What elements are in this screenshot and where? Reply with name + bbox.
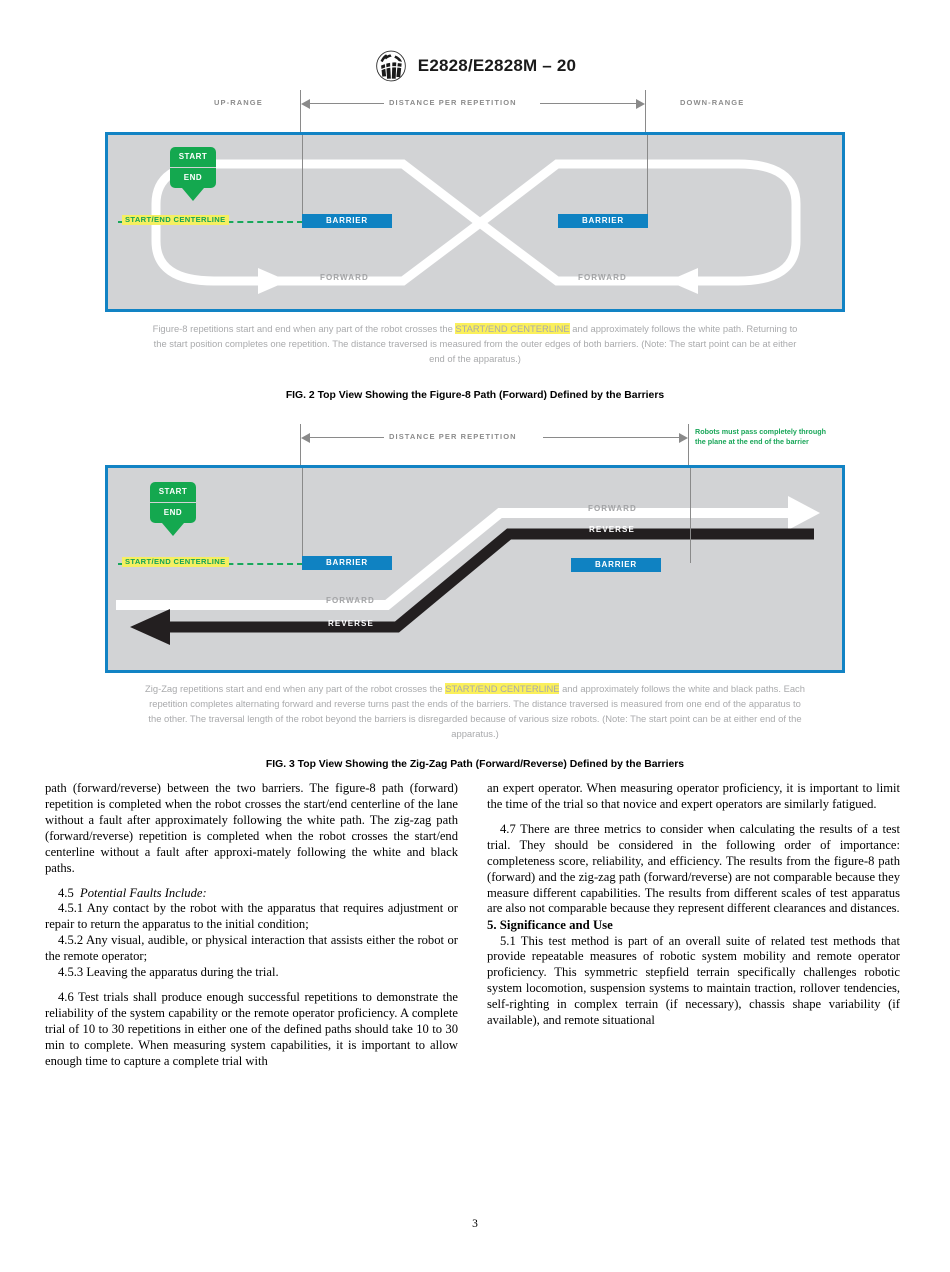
start-end-centerline-label: START/END CENTERLINE bbox=[122, 215, 229, 226]
figure-2: UP-RANGE DISTANCE PER REPETITION DOWN-RA… bbox=[0, 90, 950, 401]
body-column-right: an expert operator. When measuring opera… bbox=[487, 781, 900, 1029]
forward-label-right: FORWARD bbox=[578, 273, 627, 282]
figure-3: DISTANCE PER REPETITION Robots must pass… bbox=[0, 424, 950, 770]
guide-line-right-ext bbox=[647, 135, 648, 221]
end-label: END bbox=[170, 168, 216, 188]
label-distance-per-repetition-2: DISTANCE PER REPETITION bbox=[389, 432, 517, 441]
guide-line-left bbox=[300, 90, 301, 132]
dimension-arrow-left-line-2 bbox=[309, 437, 384, 438]
dimension-arrowhead-left-2 bbox=[301, 433, 310, 443]
astm-logo-icon bbox=[375, 50, 406, 82]
barrier-right-2: BARRIER bbox=[571, 558, 661, 572]
label-distance-per-repetition: DISTANCE PER REPETITION bbox=[389, 98, 517, 107]
dimension-arrow-right-line-2 bbox=[543, 437, 679, 438]
standard-designation: E2828/E2828M – 20 bbox=[417, 56, 577, 75]
reverse-label-top: REVERSE bbox=[589, 525, 635, 534]
guide-line-left-ext bbox=[302, 135, 303, 221]
paragraph-4-5: 4.5 Potential Faults Include: bbox=[45, 886, 458, 902]
paragraph-continuation-right: an expert operator. When measuring opera… bbox=[487, 781, 900, 811]
figure-2-caption: Figure-8 repetitions start and end when … bbox=[145, 322, 805, 367]
guide-line-right-2 bbox=[688, 424, 689, 470]
forward-arrowhead-top bbox=[788, 496, 820, 530]
dimension-arrowhead-right bbox=[636, 99, 645, 109]
end-label-2: END bbox=[150, 503, 196, 523]
forward-label-top: FORWARD bbox=[588, 504, 637, 513]
barrier-left: BARRIER bbox=[302, 214, 392, 228]
figure-2-caption-part2: and approximately follows the white path… bbox=[153, 323, 798, 364]
figure-2-top-annotations: UP-RANGE DISTANCE PER REPETITION DOWN-RA… bbox=[0, 90, 950, 132]
dimension-arrowhead-left bbox=[301, 99, 310, 109]
start-end-direction-arrow-icon-2 bbox=[162, 523, 184, 536]
figure-3-panel: START/END CENTERLINE START END BARRIER B… bbox=[105, 465, 845, 673]
paragraph-4-5-2: 4.5.2 Any visual, audible, or physical i… bbox=[45, 933, 458, 964]
start-label: START bbox=[170, 147, 216, 168]
figure-3-caption-part1: Zig-Zag repetitions start and end when a… bbox=[145, 683, 446, 694]
reverse-label-bottom: REVERSE bbox=[328, 619, 374, 628]
paragraph-4-7: 4.7 There are three metrics to consider … bbox=[487, 821, 900, 916]
dimension-arrow-right-line bbox=[540, 103, 636, 104]
paragraph-continuation-left: path (forward/reverse) between the two b… bbox=[45, 781, 458, 875]
page-header: E2828/E2828M – 20 bbox=[0, 50, 950, 82]
page-number: 3 bbox=[472, 1218, 478, 1230]
start-end-marker-2: START END bbox=[150, 482, 196, 536]
figure-2-caption-highlight: START/END CENTERLINE bbox=[455, 323, 570, 334]
start-label-2: START bbox=[150, 482, 196, 503]
start-end-direction-arrow-icon bbox=[182, 188, 204, 201]
dimension-arrowhead-right-2 bbox=[679, 433, 688, 443]
body-column-left: path (forward/reverse) between the two b… bbox=[45, 781, 458, 1070]
figure-3-title: FIG. 3 Top View Showing the Zig-Zag Path… bbox=[265, 759, 685, 770]
label-down-range: DOWN-RANGE bbox=[680, 98, 745, 107]
forward-arrowhead-left bbox=[258, 268, 288, 294]
paragraph-4-5-1: 4.5.1 Any contact by the robot with the … bbox=[45, 901, 458, 932]
figure-2-panel: START/END CENTERLINE START END BARRIER B… bbox=[105, 132, 845, 312]
start-end-marker: START END bbox=[170, 147, 216, 201]
figure-3-caption-highlight: START/END CENTERLINE bbox=[445, 683, 560, 694]
paragraph-4-5-title: Potential Faults Include: bbox=[80, 885, 207, 900]
forward-label-left: FORWARD bbox=[320, 273, 369, 282]
figure-2-title: FIG. 2 Top View Showing the Figure-8 Pat… bbox=[285, 390, 665, 401]
figure-2-caption-part1: Figure-8 repetitions start and end when … bbox=[152, 323, 456, 334]
figure-8-path-graphic bbox=[151, 159, 801, 294]
figure-3-caption: Zig-Zag repetitions start and end when a… bbox=[145, 682, 805, 741]
paragraph-4-6: 4.6 Test trials shall produce enough suc… bbox=[45, 990, 458, 1068]
barrier-right: BARRIER bbox=[558, 214, 648, 228]
figure-3-caption-part2: and approximately follows the white and … bbox=[148, 683, 805, 739]
forward-arrowhead-right bbox=[668, 268, 698, 294]
guide-line-left-ext-2 bbox=[302, 468, 303, 563]
forward-label-bottom: FORWARD bbox=[326, 596, 375, 605]
reverse-arrowhead-bottom bbox=[130, 609, 170, 645]
guide-line-right-ext-2 bbox=[690, 468, 691, 563]
section-5-heading: 5. Significance and Use bbox=[487, 918, 613, 933]
start-end-centerline-label-2: START/END CENTERLINE bbox=[122, 557, 229, 568]
paragraph-5-1: 5.1 This test method is part of an overa… bbox=[487, 933, 900, 1028]
dimension-arrow-left-line bbox=[309, 103, 384, 104]
guide-line-left-2 bbox=[300, 424, 301, 470]
robot-plane-note: Robots must pass completely through the … bbox=[695, 427, 826, 447]
guide-line-right bbox=[645, 90, 646, 132]
barrier-left-2: BARRIER bbox=[302, 556, 392, 570]
label-up-range: UP-RANGE bbox=[214, 98, 263, 107]
figure-3-top-annotations: DISTANCE PER REPETITION Robots must pass… bbox=[0, 424, 950, 470]
paragraph-4-5-number: 4.5 bbox=[58, 885, 74, 900]
zig-zag-path-graphic bbox=[116, 496, 820, 645]
paragraph-4-5-3: 4.5.3 Leaving the apparatus during the t… bbox=[58, 965, 279, 980]
